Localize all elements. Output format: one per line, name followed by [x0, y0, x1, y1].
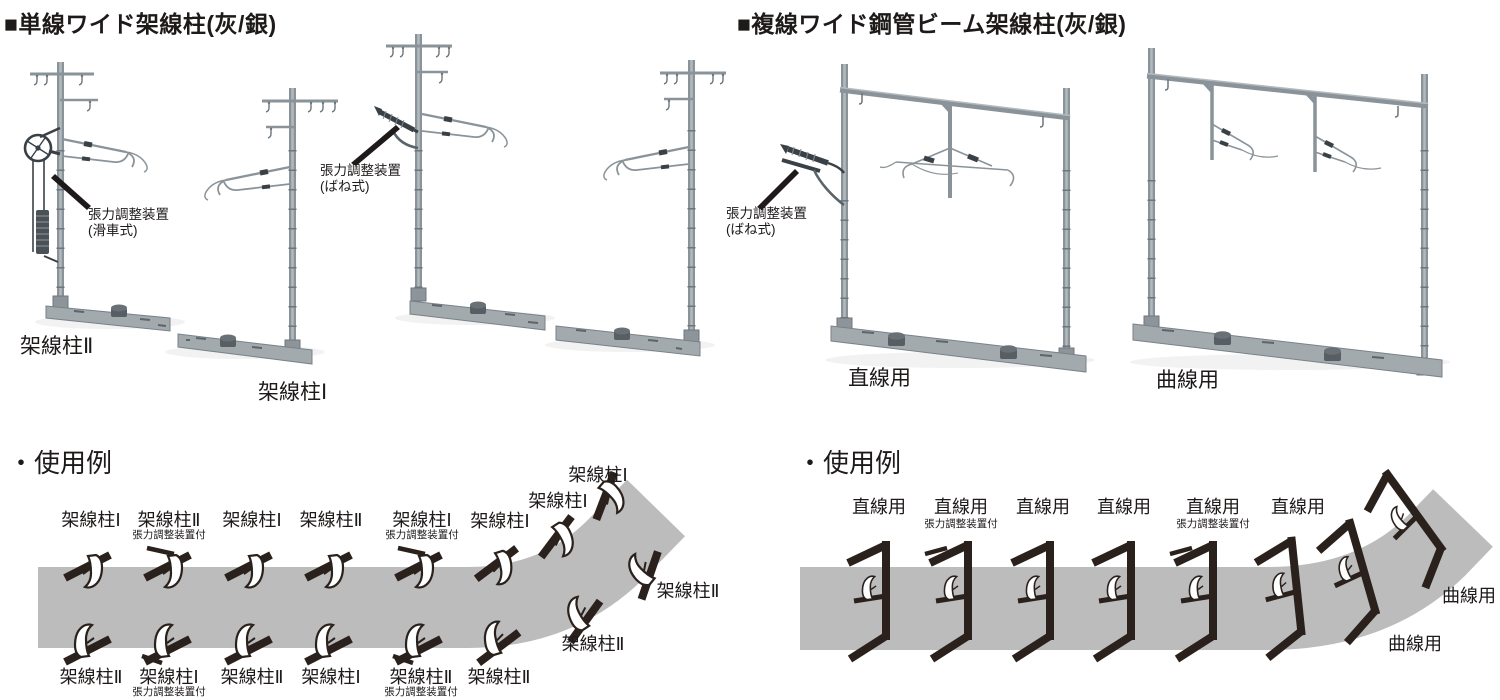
leader-pulley [51, 174, 91, 210]
annotation-spring-left-line1: 張力調整装置 [320, 163, 401, 178]
usage-label: 架線柱Ⅰ [392, 510, 452, 530]
usage-label: 架線柱Ⅰ [222, 510, 282, 530]
usage-label: 架線柱Ⅰ [139, 667, 199, 687]
photo-gantry-curve [1130, 48, 1450, 378]
usage-label: 架線柱Ⅱ [467, 667, 531, 687]
usage-double-diagram [800, 471, 1493, 659]
usage-label: 直線用 [934, 497, 988, 517]
usage-label: 曲線用 [1388, 634, 1442, 654]
photo-pole-spring [374, 34, 555, 331]
photo-pole-type2 [23, 62, 185, 332]
pole-type2-label: 架線柱Ⅱ [20, 335, 94, 358]
gantry-straight-label: 直線用 [848, 367, 911, 390]
usage-label: 架線柱Ⅱ [389, 667, 453, 687]
photo-gantry-straight [780, 64, 1095, 373]
usage-label: 架線柱Ⅰ [568, 465, 628, 485]
usage-label: 架線柱Ⅱ [220, 667, 284, 687]
annotation-spring-left: 張力調整装置 (ばね式) [320, 163, 401, 195]
usage-label: 架線柱Ⅰ [470, 511, 530, 531]
usage-single-diagram [38, 472, 685, 663]
usage-sublabel: 張力調整装置付 [132, 686, 206, 698]
usage-label: 架線柱Ⅰ [301, 667, 361, 687]
photo-pole-type1-right [545, 60, 726, 357]
usage-label: 架線柱Ⅱ [59, 667, 123, 687]
usage-label: 曲線用 [1442, 586, 1496, 606]
section-title-double: ■複線ワイド鋼管ビーム架線柱(灰/銀) [737, 11, 1127, 37]
leader-spring-right [757, 169, 799, 210]
annotation-spring-right-line2: (ばね式) [726, 222, 776, 238]
usage-label: 架線柱Ⅱ [137, 510, 201, 530]
usage-label: 直線用 [852, 497, 906, 517]
usage-sublabel: 張力調整装置付 [1176, 518, 1250, 530]
annotation-pulley-line1: 張力調整装置 [88, 207, 169, 222]
annotation-spring-right: 張力調整装置 (ばね式) [726, 206, 807, 238]
usage-sublabel: 張力調整装置付 [384, 686, 458, 698]
usage-sublabel: 張力調整装置付 [385, 529, 459, 541]
usage-title-single: ・使用例 [8, 448, 113, 478]
pole-type1-label: 架線柱Ⅰ [258, 381, 328, 404]
leader-spring-left [351, 125, 400, 166]
annotation-pulley-line2: (滑車式) [88, 223, 138, 239]
usage-title-double: ・使用例 [797, 448, 902, 478]
usage-label: 架線柱Ⅱ [656, 581, 720, 601]
usage-label: 架線柱Ⅱ [299, 510, 363, 530]
usage-label: 架線柱Ⅱ [561, 634, 625, 654]
usage-label: 直線用 [1186, 497, 1240, 517]
section-title-single: ■単線ワイド架線柱(灰/銀) [4, 11, 277, 37]
track-band-single [38, 479, 685, 648]
annotation-spring-right-line1: 張力調整装置 [726, 206, 807, 221]
usage-sublabel: 張力調整装置付 [132, 529, 206, 541]
usage-label: 直線用 [1271, 497, 1325, 517]
photo-pole-type1 [165, 88, 338, 365]
gantry-curve-label: 曲線用 [1156, 369, 1219, 392]
track-band-double [800, 489, 1493, 650]
usage-sublabel: 張力調整装置付 [924, 518, 998, 530]
usage-label: 架線柱Ⅰ [528, 491, 588, 511]
annotation-spring-left-line2: (ばね式) [320, 179, 370, 195]
annotation-pulley: 張力調整装置 (滑車式) [88, 207, 169, 239]
usage-label: 架線柱Ⅰ [61, 510, 121, 530]
usage-label: 直線用 [1097, 497, 1151, 517]
usage-label: 直線用 [1016, 497, 1070, 517]
